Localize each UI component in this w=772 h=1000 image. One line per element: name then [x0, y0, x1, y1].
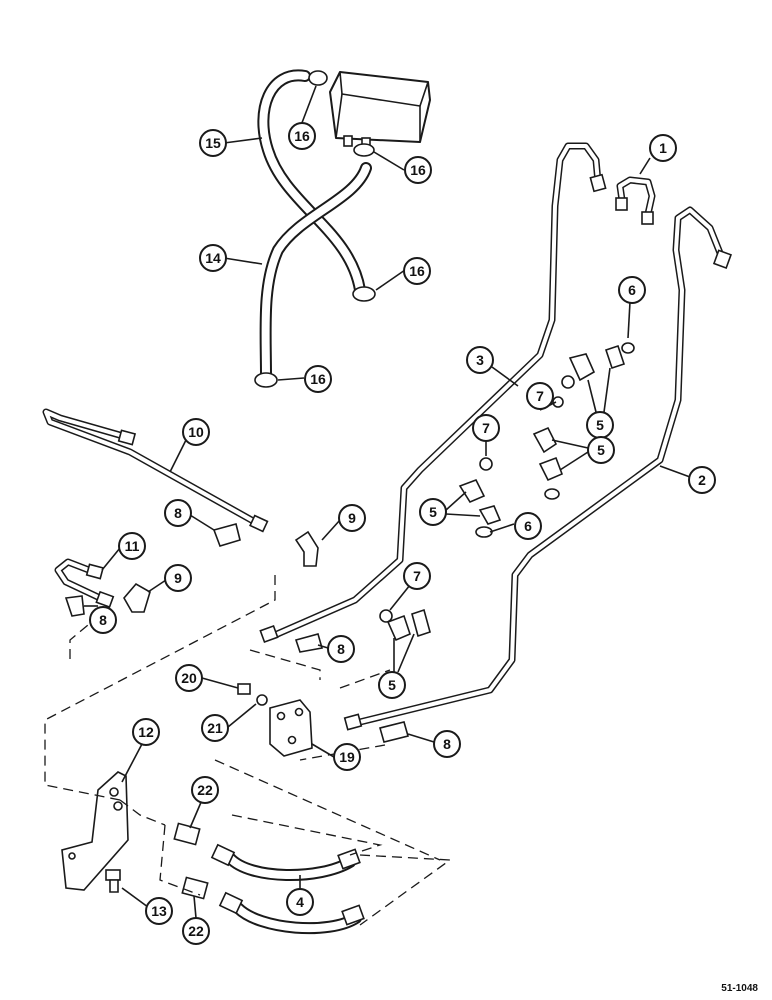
reservoir-tank: [329, 71, 431, 149]
callout[interactable]: 15: [199, 129, 227, 157]
svg-text:5: 5: [429, 504, 437, 520]
callout[interactable]: 16: [304, 365, 332, 393]
clips-and-hardware: [379, 342, 635, 642]
callout[interactable]: 6: [618, 276, 646, 304]
svg-text:2: 2: [698, 472, 706, 488]
svg-text:16: 16: [310, 371, 326, 387]
callout[interactable]: 4: [286, 888, 314, 916]
svg-text:6: 6: [628, 282, 636, 298]
callout[interactable]: 16: [403, 257, 431, 285]
callout[interactable]: 20: [175, 664, 203, 692]
svg-text:21: 21: [207, 720, 223, 736]
flex-hoses: [173, 822, 365, 935]
svg-text:19: 19: [339, 749, 355, 765]
svg-text:16: 16: [410, 162, 426, 178]
svg-text:8: 8: [443, 736, 451, 752]
callout[interactable]: 22: [182, 917, 210, 945]
callout[interactable]: 5: [378, 671, 406, 699]
svg-text:9: 9: [174, 570, 182, 586]
callout[interactable]: 5: [587, 436, 615, 464]
callout[interactable]: 9: [338, 504, 366, 532]
svg-text:5: 5: [597, 442, 605, 458]
tube-10: [42, 408, 269, 533]
svg-text:9: 9: [348, 510, 356, 526]
callout[interactable]: 8: [89, 606, 117, 634]
assembly-dashed-lines: [44, 575, 452, 926]
svg-text:16: 16: [409, 263, 425, 279]
callout[interactable]: 8: [327, 635, 355, 663]
svg-text:11: 11: [125, 538, 140, 554]
svg-text:13: 13: [151, 903, 167, 919]
svg-text:16: 16: [294, 128, 310, 144]
callout[interactable]: 21: [201, 714, 229, 742]
callout[interactable]: 3: [466, 346, 494, 374]
callout[interactable]: 12: [132, 718, 160, 746]
callout[interactable]: 19: [333, 743, 361, 771]
callout[interactable]: 16: [288, 122, 316, 150]
callout[interactable]: 22: [191, 776, 219, 804]
callout[interactable]: 7: [526, 382, 554, 410]
tube-11: [54, 558, 115, 609]
callout[interactable]: 8: [164, 499, 192, 527]
svg-text:1: 1: [659, 140, 667, 156]
svg-text:10: 10: [188, 424, 204, 440]
callout[interactable]: 14: [199, 244, 227, 272]
elbow-fittings: [123, 530, 319, 613]
svg-text:6: 6: [524, 518, 532, 534]
tube-2: [343, 206, 732, 731]
tube-3: [259, 142, 607, 644]
svg-text:14: 14: [205, 250, 221, 266]
callout[interactable]: 1: [649, 134, 677, 162]
svg-text:5: 5: [388, 677, 396, 693]
svg-text:22: 22: [197, 782, 213, 798]
svg-text:15: 15: [205, 135, 221, 151]
tube-1: [615, 176, 656, 225]
svg-text:5: 5: [596, 417, 604, 433]
callout[interactable]: 16: [404, 156, 432, 184]
hose-clamps: [254, 70, 376, 388]
hose-15: [257, 69, 366, 296]
callout[interactable]: 6: [514, 512, 542, 540]
manifold-plate: [269, 699, 313, 757]
svg-text:22: 22: [188, 923, 204, 939]
callout[interactable]: 10: [182, 418, 210, 446]
svg-text:8: 8: [99, 612, 107, 628]
callout[interactable]: 8: [433, 730, 461, 758]
callout[interactable]: 7: [472, 414, 500, 442]
callout[interactable]: 5: [586, 411, 614, 439]
callout[interactable]: 9: [164, 564, 192, 592]
svg-text:7: 7: [536, 388, 544, 404]
hose-14: [259, 162, 372, 382]
svg-text:3: 3: [476, 352, 484, 368]
svg-text:12: 12: [138, 724, 154, 740]
callout[interactable]: 5: [419, 498, 447, 526]
fitting-20-washer-21: [237, 683, 268, 706]
figure-code: 51-1048: [721, 983, 758, 994]
bolt: [105, 869, 121, 893]
callout[interactable]: 2: [688, 466, 716, 494]
callout[interactable]: 7: [403, 562, 431, 590]
svg-text:7: 7: [482, 420, 490, 436]
svg-text:20: 20: [181, 670, 197, 686]
svg-text:8: 8: [337, 641, 345, 657]
leader-lines: [84, 85, 691, 919]
callouts: 1 2 3 4 5 5 5 5 6 6 7 7 7 8 8 8 8 9 9 10…: [89, 122, 716, 945]
svg-text:4: 4: [296, 894, 304, 910]
svg-text:8: 8: [174, 505, 182, 521]
callout[interactable]: 13: [145, 897, 173, 925]
callout[interactable]: 11: [118, 532, 146, 560]
mounting-brackets: [64, 523, 409, 743]
support-bracket: [61, 771, 129, 891]
svg-text:7: 7: [413, 568, 421, 584]
